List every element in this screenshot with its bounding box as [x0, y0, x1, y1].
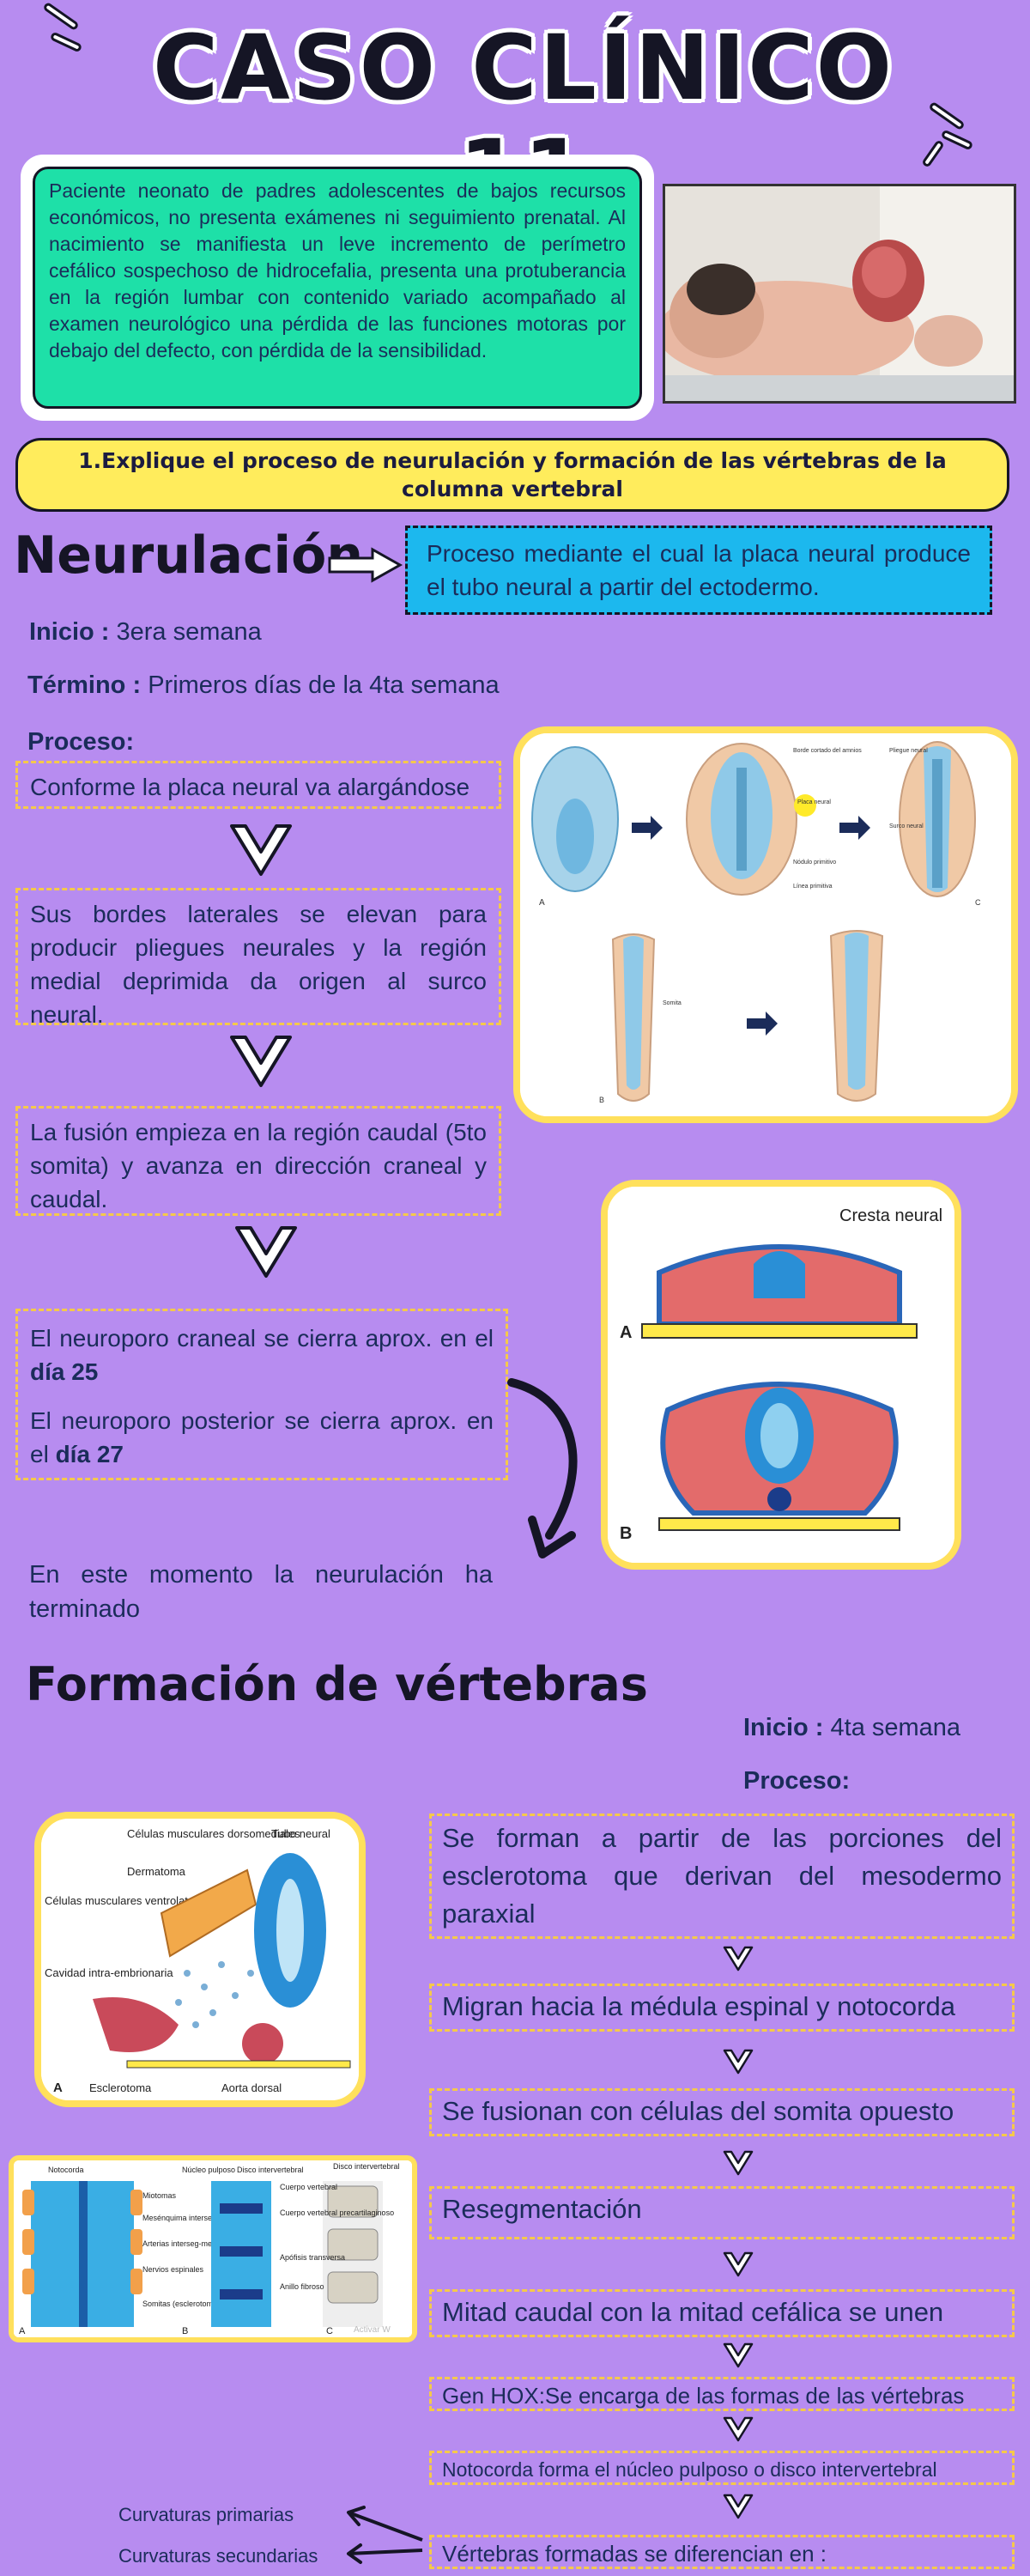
sparkle-decoration	[49, 31, 83, 53]
inicio-label: Inicio :	[29, 618, 110, 646]
chevron-down-icon	[723, 2049, 754, 2075]
fig4-label-cuerpo: Cuerpo vertebral	[280, 2183, 337, 2191]
fig3-label-tubo: Tubo neural	[271, 1827, 330, 1840]
vertebra-step-8: Vértebras formadas se diferencian en :	[429, 2535, 1015, 2569]
vert-inicio-label: Inicio :	[743, 1714, 824, 1741]
fig1-label-somita: Somita	[663, 1000, 682, 1006]
neurulation-stages-figure: A Placa neural Borde cortado del amnios …	[513, 726, 1018, 1123]
neuroporo-posterior-day: día 27	[55, 1441, 124, 1467]
fig3-label-cavidad: Cavidad intra-embrionaria	[45, 1966, 173, 1979]
vert-proceso-label: Proceso:	[743, 1767, 851, 1795]
fig4-label-somitas: Somitas (esclerotoma)	[142, 2300, 220, 2308]
chevron-down-icon	[235, 1226, 297, 1278]
fig3-label-celulas-ventro: Células musculares ventrolaterales	[45, 1894, 219, 1907]
fig3-label-a: A	[53, 2081, 63, 2095]
fig2-label-a: A	[620, 1323, 632, 1342]
definition-box: Proceso mediante el cual la placa neural…	[405, 526, 992, 615]
fig4-label-c: C	[326, 2326, 333, 2336]
vertebra-step-6: Gen HOX:Se encarga de las formas de las …	[429, 2377, 1015, 2411]
fig4-label-mesenquima: Mesénquima intersegmentario	[142, 2214, 246, 2222]
fig1-label-c: C	[975, 898, 981, 907]
somite-figure: Células musculares dorsomediales Tubo ne…	[34, 1812, 366, 2107]
neurulation-step-4: El neuroporo craneal se cierra aprox. en…	[15, 1309, 508, 1480]
fig4-label-disco1: Disco intervertebral	[237, 2166, 304, 2174]
fig1-label-pliegue: Pliegue neural	[889, 748, 928, 754]
termino-label: Término :	[27, 671, 142, 699]
neuroporo-craneal: El neuroporo craneal se cierra aprox. en…	[30, 1321, 494, 1388]
section-heading-vertebras: Formación de vértebras	[26, 1657, 648, 1711]
section-heading-neurulacion: Neurulación	[14, 526, 364, 586]
chevron-down-icon	[723, 2150, 754, 2176]
vertebra-step-5: Mitad caudal con la mitad cefálica se un…	[429, 2289, 1015, 2337]
sparkle-decoration	[940, 129, 974, 151]
fig4-label-apofisis: Apófisis transversa	[280, 2253, 345, 2262]
fig1-label-a: A	[539, 898, 545, 908]
neural-crest-figure: Cresta neural A B	[601, 1180, 961, 1570]
fig1-label-placa: Placa neural	[797, 799, 831, 805]
curvaturas-secundarias: Curvaturas secundarias	[118, 2545, 318, 2567]
sparkle-decoration	[42, 1, 80, 32]
termino-row: Término : Primeros días de la 4ta semana	[27, 671, 500, 700]
termino-value: Primeros días de la 4ta semana	[148, 671, 500, 699]
neuroporo-craneal-day: día 25	[30, 1358, 99, 1385]
patient-photo	[663, 184, 1016, 404]
fig1-label-surco: Surco neural	[889, 823, 924, 829]
case-text: Paciente neonato de padres adolescentes …	[33, 167, 642, 409]
inicio-value: 3era semana	[116, 618, 262, 646]
chevron-down-icon	[723, 2342, 754, 2368]
neuroporo-posterior: El neuroporo posterior se cierra aprox. …	[30, 1404, 494, 1471]
fig3-label-dermatoma: Dermatoma	[127, 1865, 186, 1878]
vertebra-step-2: Migran hacia la médula espinal y notocor…	[429, 1984, 1015, 2032]
neurulation-step-1: Conforme la placa neural va alargándose	[15, 761, 501, 809]
vertebra-step-4: Resegmentación	[429, 2186, 1015, 2239]
neuroporo-craneal-text: El neuroporo craneal se cierra aprox. en…	[30, 1325, 494, 1352]
chevron-down-icon	[723, 2251, 754, 2277]
vert-inicio-value: 4ta semana	[830, 1714, 961, 1741]
chevron-down-icon	[230, 1036, 292, 1087]
fig3-label-aorta: Aorta dorsal	[221, 2081, 282, 2094]
fig4-label-arterias: Arterias interseg-mentarias	[142, 2239, 236, 2248]
fig4-label-nervios: Nervios espinales	[142, 2265, 204, 2274]
chevron-down-icon	[723, 2494, 754, 2519]
case-card: Paciente neonato de padres adolescentes …	[21, 155, 654, 421]
fig4-label-notocorda: Notocorda	[48, 2166, 84, 2174]
fig2-label-cresta: Cresta neural	[839, 1206, 942, 1225]
chevron-down-icon	[723, 2416, 754, 2442]
neurulation-conclusion: En este momento la neurulación ha termin…	[29, 1561, 493, 1623]
chevron-down-icon	[723, 1946, 754, 1971]
sparkle-decoration	[921, 139, 945, 168]
proceso-label: Proceso:	[27, 728, 135, 756]
fig4-label-nucleo: Núcleo pulposo	[182, 2166, 235, 2174]
fig4-label-cuerpo-prec: Cuerpo vertebral precartilaginoso	[280, 2208, 394, 2217]
curved-arrow-icon	[507, 1378, 578, 1558]
resegmentation-figure: Notocorda Núcleo pulposo Disco intervert…	[9, 2155, 417, 2342]
vertebra-step-1: Se forman a partir de las porciones del …	[429, 1814, 1015, 1939]
fig1-label-b: B	[599, 1096, 604, 1104]
arrow-left-icon	[347, 2506, 423, 2564]
neuroporo-posterior-text: El neuroporo posterior se cierra aprox. …	[30, 1407, 494, 1467]
vert-inicio-row: Inicio : 4ta semana	[743, 1714, 960, 1742]
arrow-right-icon	[328, 547, 403, 583]
vertebra-step-7: Notocorda forma el núcleo pulposo o disc…	[429, 2451, 1015, 2485]
fig4-label-disco2: Disco intervertebral	[333, 2162, 400, 2171]
fig3-label-celulas-dorso: Células musculares dorsomediales	[127, 1827, 300, 1840]
chevron-down-icon	[230, 824, 292, 876]
fig1-label-nodulo: Nódulo primitivo	[793, 860, 836, 866]
fig2-label-b: B	[620, 1524, 632, 1543]
neurulation-step-3: La fusión empieza en la región caudal (5…	[15, 1106, 501, 1216]
fig1-label-borde: Borde cortado del amnios	[793, 748, 862, 754]
vertebra-step-3: Se fusionan con células del somita opues…	[429, 2088, 1015, 2136]
curvaturas-primarias: Curvaturas primarias	[118, 2504, 294, 2525]
question-banner: 1.Explique el proceso de neurulación y f…	[15, 438, 1009, 512]
fig4-label-a: A	[19, 2326, 26, 2336]
fig3-label-esclerotoma: Esclerotoma	[89, 2081, 152, 2094]
neurulation-step-2: Sus bordes laterales se elevan para prod…	[15, 888, 501, 1028]
fig1-label-linea: Línea primitiva	[793, 884, 833, 890]
fig4-label-miotomas: Miotomas	[142, 2191, 177, 2200]
page-title: CASO CLÍNICO 11	[152, 15, 895, 225]
fig4-label-anillo: Anillo fibroso	[280, 2282, 324, 2291]
inicio-row: Inicio : 3era semana	[29, 618, 262, 647]
fig4-watermark: Activar W	[354, 2325, 391, 2335]
fig4-label-b: B	[182, 2326, 188, 2336]
